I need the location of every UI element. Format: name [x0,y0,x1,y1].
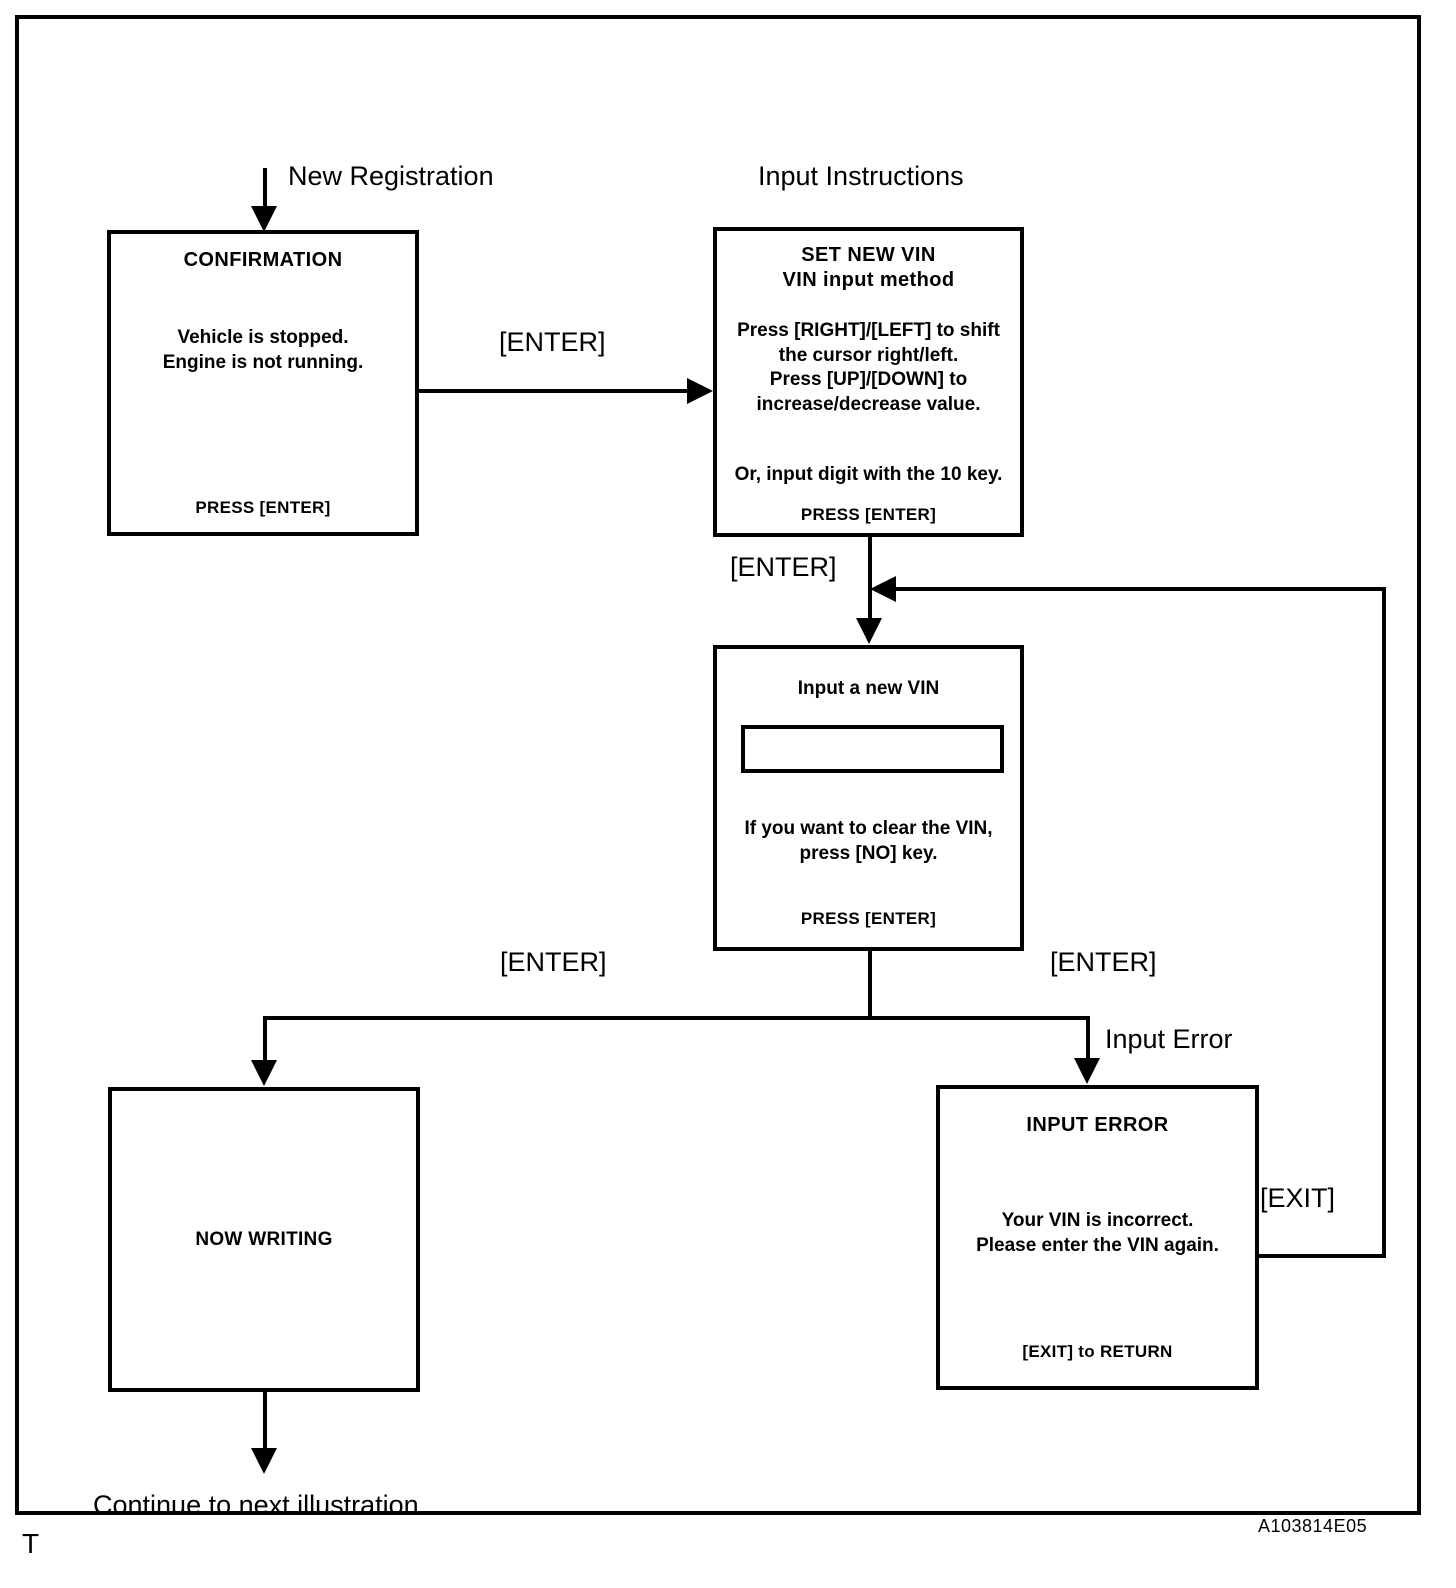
confirmation-body: Vehicle is stopped. Engine is not runnin… [162,327,364,373]
vin-input-field[interactable] [741,725,1004,773]
input-error-title: INPUT ERROR [1026,1114,1169,1136]
figure-corner-mark: T [22,1528,40,1559]
branch-left-arrowhead [251,1060,277,1086]
input-vin-clear-hint: If you want to clear the VIN, press [NO]… [744,818,993,864]
screen-input-new-vin[interactable]: Input a new VIN If you want to clear the… [713,645,1024,951]
screen-now-writing[interactable]: NOW WRITING [108,1087,420,1392]
exit-loop-top-line [893,587,1384,591]
label-enter-branch-left: [ENTER] [500,947,607,977]
exit-loop-bottom-line [1256,1254,1386,1258]
entry-arrow-line [263,168,267,210]
label-enter-setvin-to-inputvin: [ENTER] [730,552,837,582]
confirmation-to-setvin-line [419,389,687,393]
label-enter-confirmation-to-setvin: [ENTER] [499,327,606,357]
input-vin-title: Input a new VIN [797,678,940,699]
confirmation-footer: PRESS [ENTER] [195,498,331,517]
input-error-footer: [EXIT] to RETURN [1022,1342,1173,1361]
screen-confirmation[interactable]: CONFIRMATION Vehicle is stopped. Engine … [107,230,419,536]
figure-reference-code: A103814E05 [1258,1516,1368,1536]
branch-right-arrowhead [1074,1058,1100,1084]
set-new-vin-title: SET NEW VIN VIN input method [782,244,955,291]
inputvin-branch-stem [868,951,872,1018]
set-new-vin-footer: PRESS [ENTER] [800,505,937,524]
exit-loop-right-rail [1382,587,1386,1258]
label-enter-branch-right: [ENTER] [1050,947,1157,977]
confirmation-title: CONFIRMATION [183,249,343,271]
setvin-to-inputvin-arrowhead [856,618,882,644]
label-input-instructions: Input Instructions [758,161,964,191]
label-input-error: Input Error [1105,1024,1233,1054]
branch-right-drop [1086,1016,1090,1064]
branch-left-drop [263,1016,267,1064]
now-writing-exit-line [263,1392,267,1454]
now-writing-exit-arrowhead [251,1448,277,1474]
input-error-body: Your VIN is incorrect. Please enter the … [976,1210,1219,1256]
entry-arrow-head [251,206,277,232]
confirmation-to-setvin-arrowhead [687,378,713,404]
label-new-registration: New Registration [288,161,494,191]
screen-set-new-vin[interactable]: SET NEW VIN VIN input method Press [RIGH… [713,227,1024,537]
set-new-vin-body-tenkey: Or, input digit with the 10 key. [734,464,1003,485]
input-vin-footer: PRESS [ENTER] [800,909,937,928]
screen-input-error[interactable]: INPUT ERROR Your VIN is incorrect. Pleas… [936,1085,1259,1390]
exit-loop-arrowhead [870,576,896,602]
set-new-vin-body-navigation: Press [RIGHT]/[LEFT] to shift the cursor… [737,320,1000,416]
diagram-outer-border [15,15,1421,1515]
inputvin-branch-crossbar [263,1016,1088,1020]
label-exit: [EXIT] [1260,1183,1336,1213]
now-writing-title: NOW WRITING [195,1228,333,1250]
label-continue-next-illustration: Continue to next illustration [93,1490,419,1520]
